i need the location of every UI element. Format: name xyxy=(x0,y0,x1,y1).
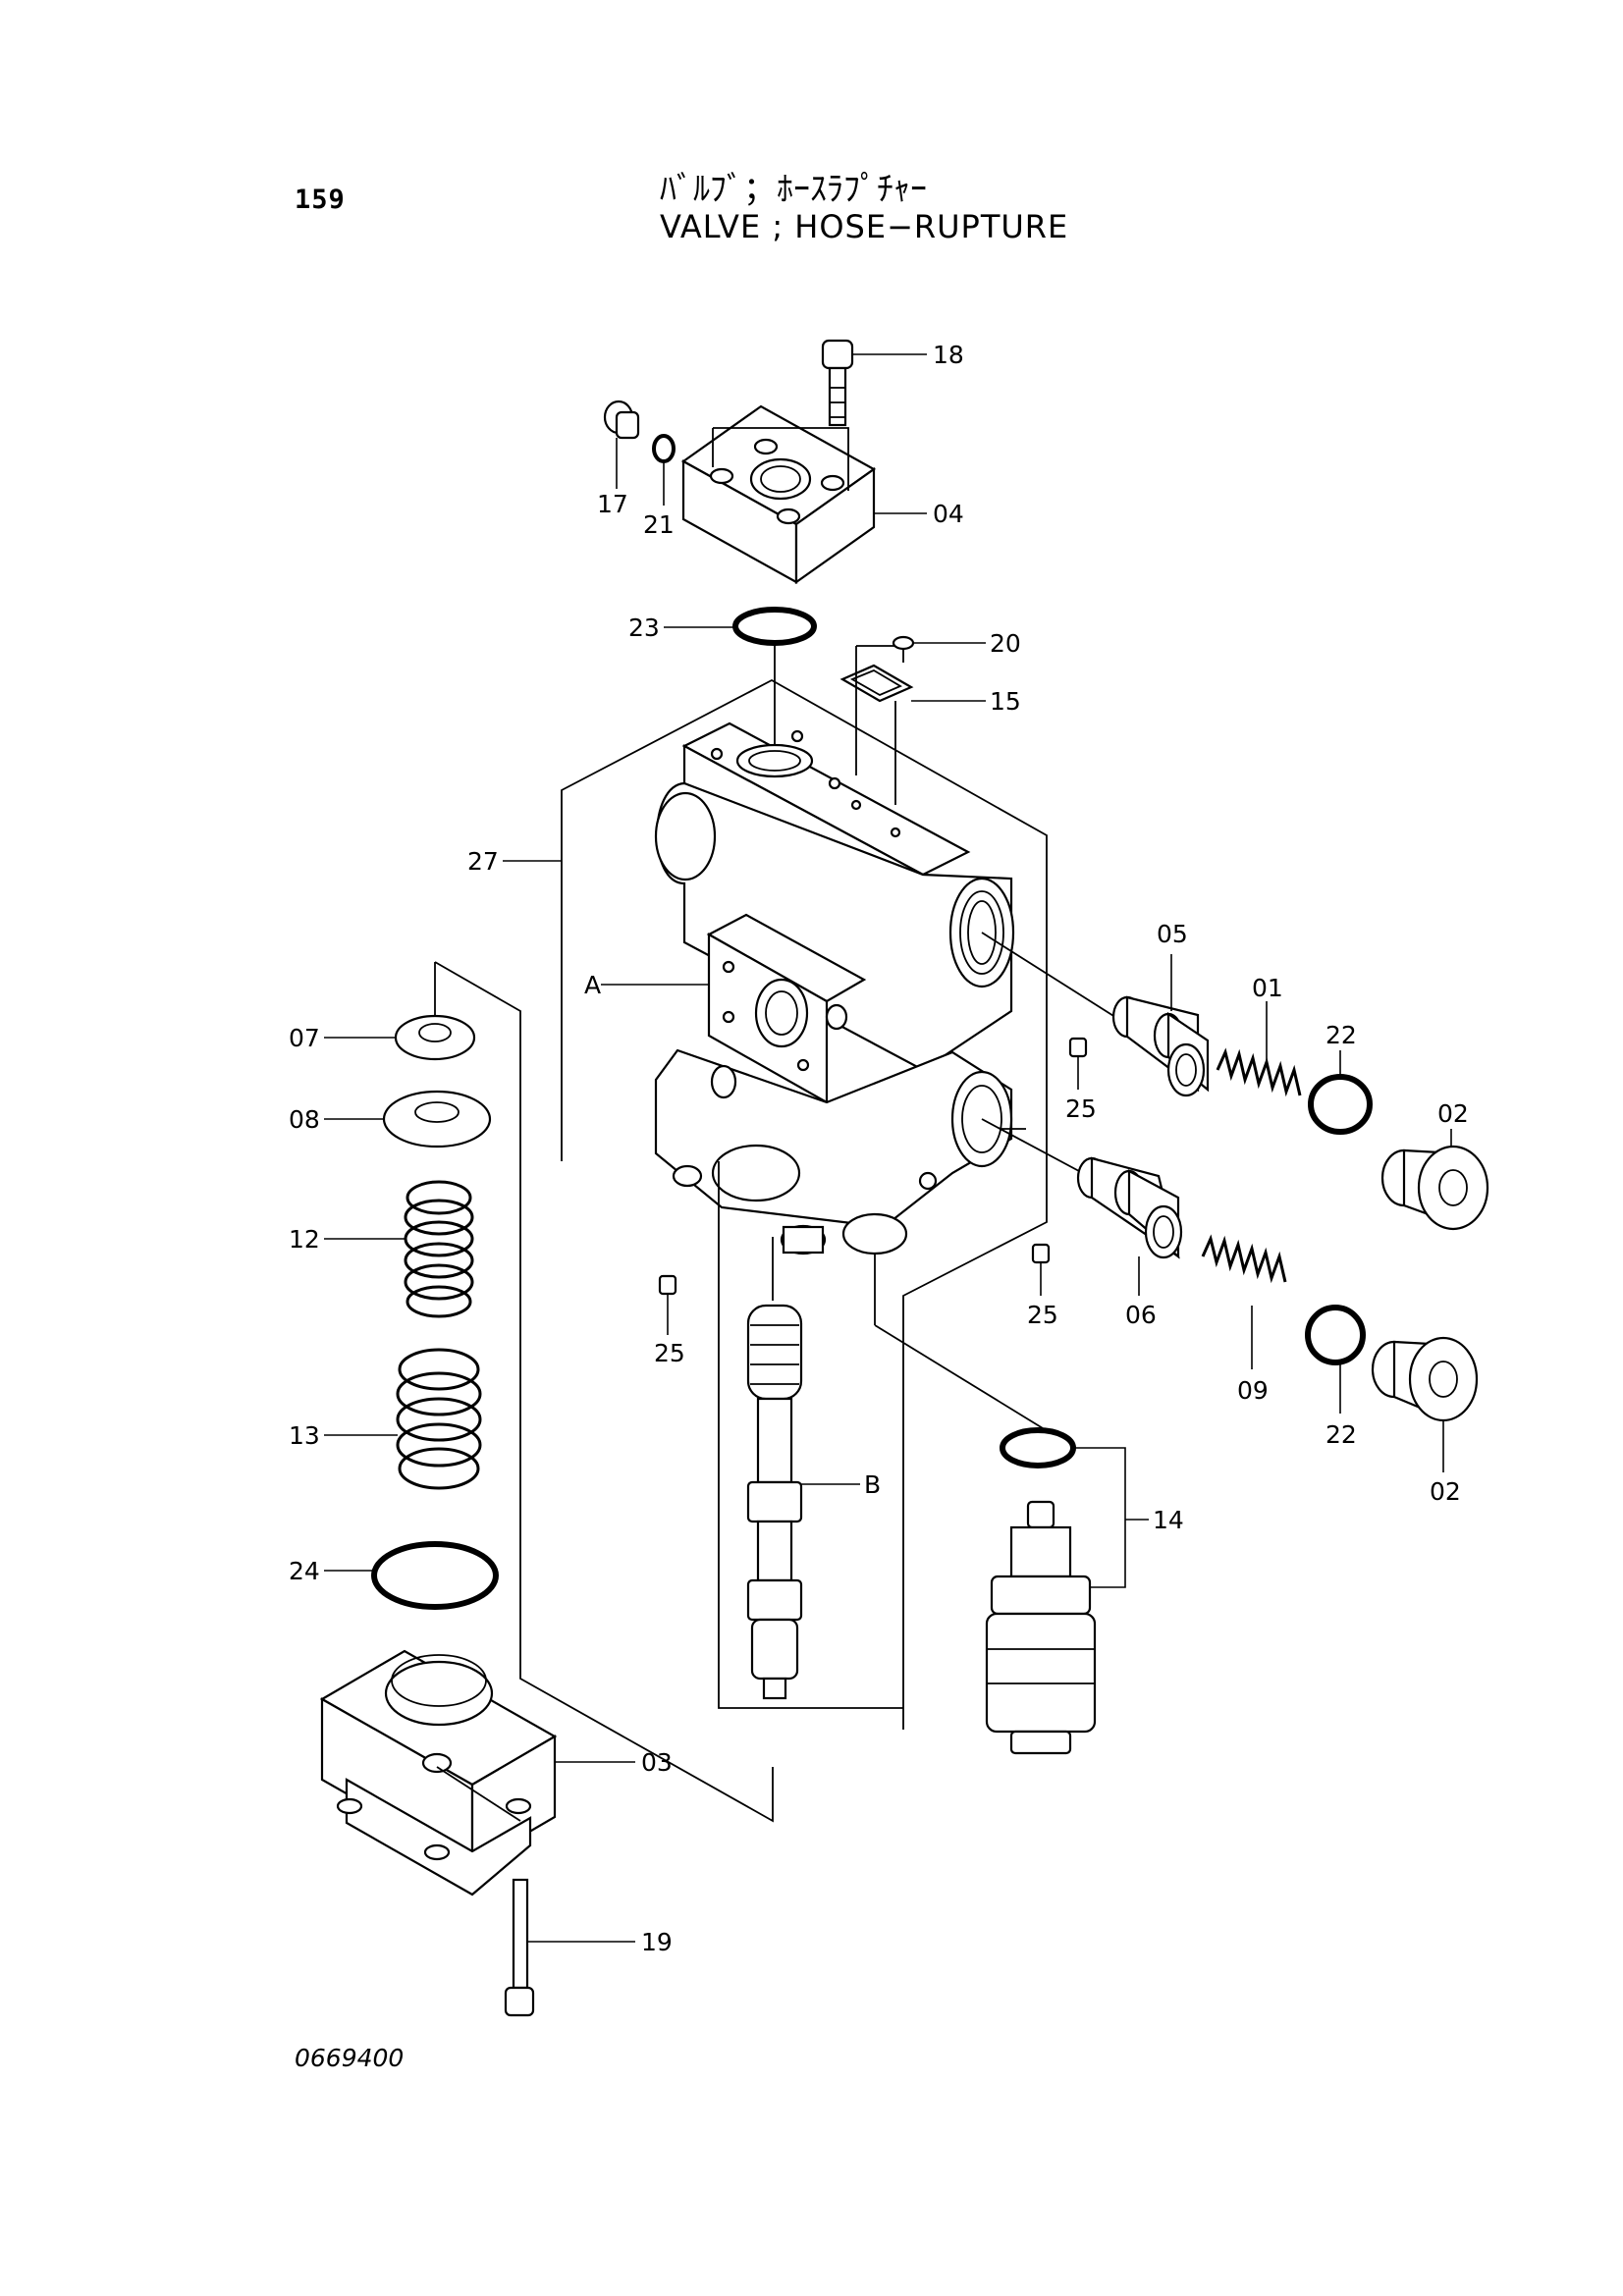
o-ring-14 xyxy=(1000,1427,1076,1468)
o-ring-24 xyxy=(371,1541,499,1610)
plug-25-a xyxy=(1068,1037,1088,1058)
label-20: 20 xyxy=(990,629,1021,658)
relief-cartridge-14 xyxy=(985,1500,1097,1755)
spring-09 xyxy=(1201,1234,1287,1284)
spring-12 xyxy=(404,1180,474,1318)
label-03: 03 xyxy=(641,1748,673,1777)
label-12: 12 xyxy=(289,1225,320,1254)
label-13: 13 xyxy=(289,1421,320,1450)
poppet-06 xyxy=(1076,1156,1183,1259)
label-25a: 25 xyxy=(1065,1095,1097,1123)
assembly-bracket-27 xyxy=(561,678,1048,1730)
bolt-19 xyxy=(504,1878,535,2017)
o-ring-22-lower xyxy=(1305,1305,1366,1365)
label-24: 24 xyxy=(289,1557,320,1585)
cover-03 xyxy=(319,1649,558,1896)
label-15: 15 xyxy=(990,687,1021,716)
o-ring-22-upper xyxy=(1308,1074,1373,1135)
label-17: 17 xyxy=(597,490,628,518)
cover-block-04 xyxy=(680,404,877,585)
label-27: 27 xyxy=(467,847,499,876)
washer-07 xyxy=(394,1014,476,1061)
label-25b: 25 xyxy=(654,1339,685,1367)
spool-B xyxy=(746,1304,803,1700)
label-07: 07 xyxy=(289,1024,320,1052)
label-B: B xyxy=(864,1470,881,1499)
spring-01 xyxy=(1216,1047,1302,1097)
label-22b: 22 xyxy=(1325,1420,1357,1449)
label-14: 14 xyxy=(1153,1506,1184,1534)
label-25c: 25 xyxy=(1027,1301,1058,1329)
label-19: 19 xyxy=(641,1928,673,1956)
drawing-code: 0669400 xyxy=(295,2044,405,2072)
o-ring-21 xyxy=(652,434,676,463)
label-04: 04 xyxy=(933,500,964,528)
title-english: VALVE ; HOSE−RUPTURE xyxy=(660,208,1069,245)
label-02b: 02 xyxy=(1430,1477,1461,1506)
valve-body xyxy=(654,721,1026,1255)
label-21: 21 xyxy=(643,510,675,539)
title-japanese: ﾊﾞﾙﾌﾞ；ﾎｰｽﾗﾌﾟﾁｬｰ xyxy=(660,170,927,209)
name-plate-15 xyxy=(839,664,914,703)
spring-13 xyxy=(396,1348,482,1490)
plug-25-b xyxy=(658,1274,677,1296)
label-23: 23 xyxy=(628,614,660,642)
page-number: 159 xyxy=(295,185,346,215)
label-22a: 22 xyxy=(1325,1021,1357,1049)
poppet-05 xyxy=(1111,995,1210,1097)
plug-17 xyxy=(603,400,640,440)
label-01: 01 xyxy=(1252,974,1283,1002)
plug-02-lower xyxy=(1371,1336,1479,1422)
washer-08 xyxy=(382,1090,492,1148)
bolt-18 xyxy=(821,339,854,427)
plug-25-c xyxy=(1031,1243,1051,1264)
screw-20 xyxy=(892,635,915,663)
label-06: 06 xyxy=(1125,1301,1157,1329)
label-08: 08 xyxy=(289,1105,320,1134)
o-ring-23 xyxy=(732,607,817,646)
label-02a: 02 xyxy=(1437,1099,1469,1128)
label-05: 05 xyxy=(1157,920,1188,948)
label-A: A xyxy=(584,971,601,999)
label-09: 09 xyxy=(1237,1376,1269,1405)
label-18: 18 xyxy=(933,341,964,369)
plug-02-upper xyxy=(1380,1145,1489,1231)
